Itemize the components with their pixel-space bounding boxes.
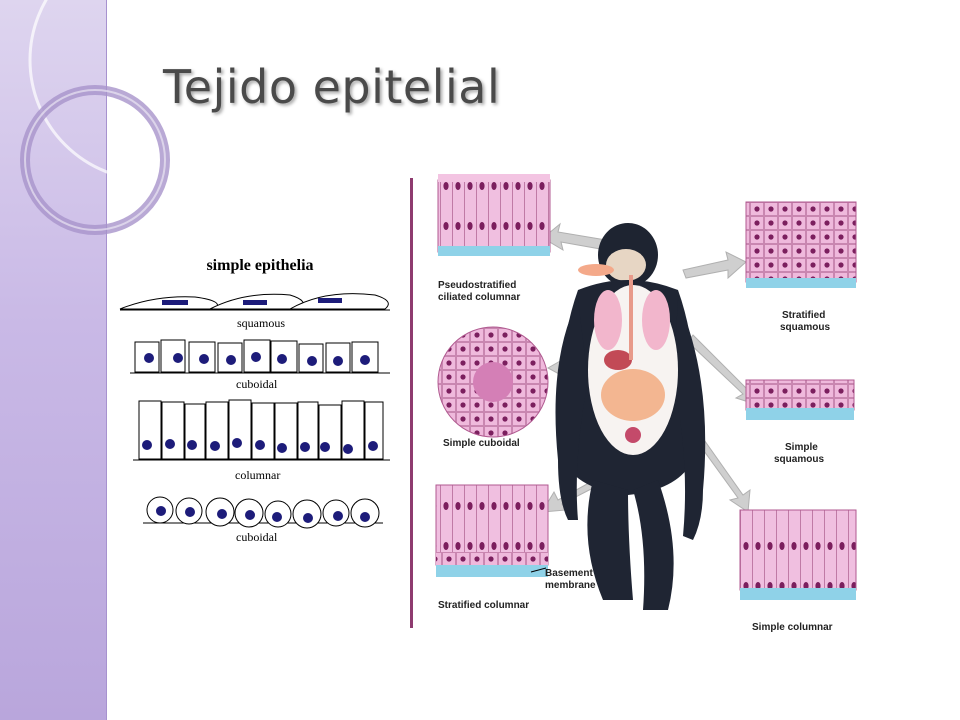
label-squamous: squamous [237, 316, 285, 330]
basement-pointer [530, 567, 547, 573]
label-simple-squamous-1: Simple [785, 442, 818, 453]
stratified-squamous-block [745, 201, 857, 288]
stratified-columnar-block [435, 484, 549, 577]
columnar-row [133, 399, 390, 461]
label-stratified-squamous-1: Stratified [782, 310, 826, 321]
epithelium-body-figure: Pseudostratified ciliated columnar Strat… [428, 160, 868, 640]
body-illustration [435, 174, 857, 610]
decorative-circles [20, 0, 240, 235]
label-simple-columnar: Simple columnar [752, 622, 833, 633]
label-columnar: columnar [235, 468, 281, 482]
label-pseudostratified-1: Pseudostratified [438, 280, 517, 291]
label-stratified-squamous-2: squamous [780, 322, 831, 333]
vertical-divider [410, 178, 413, 628]
side-band [0, 0, 107, 720]
label-simple-cuboidal: Simple cuboidal [443, 438, 520, 449]
label-pseudostratified-2: ciliated columnar [438, 292, 521, 303]
label-simple-squamous-2: squamous [774, 454, 825, 465]
label-cuboidal: cuboidal [236, 377, 278, 391]
cuboidal-row [130, 339, 390, 374]
simple-epithelia-drawing [119, 293, 390, 529]
simple-cuboidal-block [437, 326, 549, 438]
pseudostratified-block [437, 174, 551, 256]
label-cuboidal-round: cuboidal [236, 530, 278, 544]
simple-columnar-block [739, 509, 857, 600]
simple-epithelia-title: simple epithelia [206, 257, 314, 274]
round-cuboidal-row [143, 496, 383, 529]
label-basement-1: Basement [545, 568, 593, 579]
label-basement-2: membrane [545, 580, 596, 591]
slide-title: Tejido epitelial [163, 60, 501, 114]
squamous-row [119, 293, 390, 311]
label-stratified-columnar: Stratified columnar [438, 600, 530, 611]
simple-squamous-block [745, 379, 855, 420]
chimp-figure [555, 223, 706, 610]
simple-epithelia-figure: simple epithelia [115, 245, 405, 565]
